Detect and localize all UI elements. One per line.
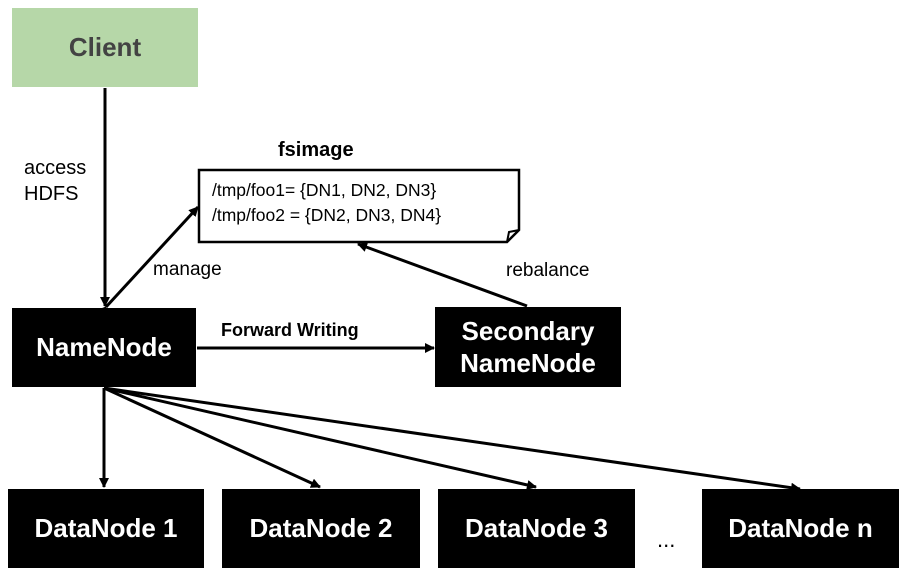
datanode-1: DataNode 1	[8, 489, 204, 568]
secondary-namenode-label-line1: Secondary	[461, 316, 595, 346]
secondary-namenode-node: Secondary NameNode	[435, 307, 621, 387]
arrow-to-datanode-3	[103, 386, 537, 490]
datanode-3: DataNode 3	[438, 489, 635, 568]
fsimage-document	[197, 168, 521, 244]
fsimage-fold-corner	[506, 229, 520, 243]
client-label: Client	[68, 32, 142, 62]
access-label-line1: access	[24, 157, 87, 179]
access-label-line2: HDFS	[24, 183, 79, 205]
fsimage-title: fsimage	[278, 139, 354, 161]
secondary-namenode-label-line2: NameNode	[460, 348, 596, 378]
forward-writing-label: Forward Writing	[221, 320, 359, 340]
manage-label: manage	[153, 259, 222, 280]
rebalance-label: rebalance	[506, 260, 590, 281]
client-node: Client	[12, 8, 198, 87]
datanode-1-label: DataNode 1	[34, 513, 178, 543]
namenode-node: NameNode	[12, 308, 196, 387]
arrow-to-datanode-n	[103, 386, 801, 493]
namenode-label: NameNode	[36, 332, 172, 362]
fsimage-content: /tmp/foo1= {DN1, DN2, DN3} /tmp/foo2 = {…	[212, 178, 441, 228]
access-hdfs-label: access HDFS	[24, 155, 86, 207]
datanode-2-label: DataNode 2	[249, 513, 393, 543]
datanode-n: DataNode n	[702, 489, 899, 568]
fsimage-entry-foo1: /tmp/foo1= {DN1, DN2, DN3}	[212, 180, 437, 200]
fsimage-entry-foo2: /tmp/foo2 = {DN2, DN3, DN4}	[212, 205, 442, 225]
datanode-n-label: DataNode n	[728, 513, 873, 543]
arrow-manage	[96, 205, 200, 318]
datanode-2: DataNode 2	[222, 489, 420, 568]
arrow-to-datanode-2	[103, 386, 321, 489]
datanode-ellipsis: ...	[657, 527, 676, 552]
arrow-rebalance	[357, 242, 528, 308]
datanode-3-label: DataNode 3	[464, 513, 609, 543]
